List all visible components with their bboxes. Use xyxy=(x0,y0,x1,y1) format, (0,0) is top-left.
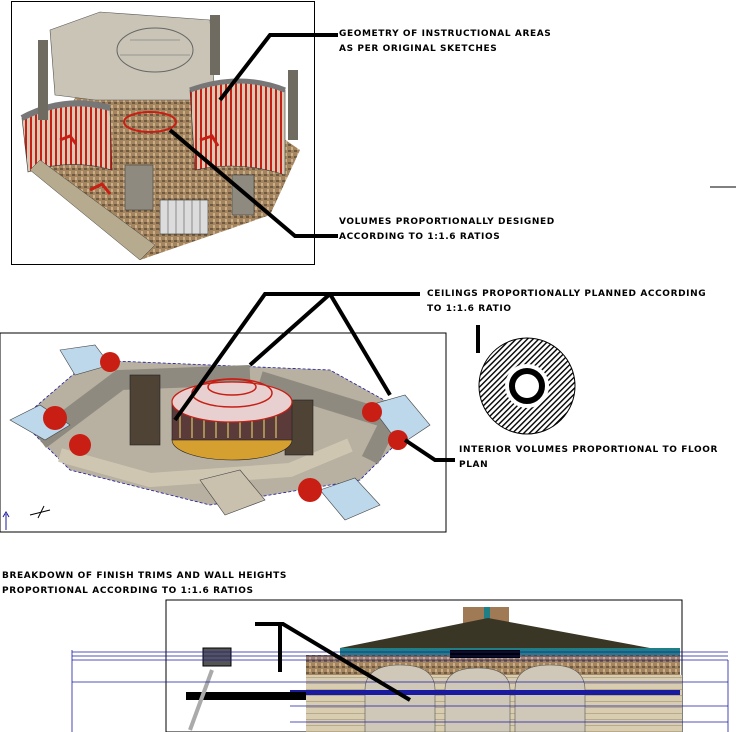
leader-lines-bottom xyxy=(255,622,412,702)
axis-gizmo-icon xyxy=(2,505,51,530)
annotation-line: ACCORDING TO 1:1.6 RATIOS xyxy=(339,232,501,242)
annotation-volumes: VOLUMES PROPORTIONALLY DESIGNED ACCORDIN… xyxy=(339,215,555,245)
annotation-line: GEOMETRY OF INSTRUCTIONAL AREAS xyxy=(339,29,552,39)
annotation-line: CEILINGS PROPORTIONALLY PLANNED ACCORDIN… xyxy=(427,289,707,299)
annotation-line: TO 1:1.6 RATIO xyxy=(427,304,512,314)
annotation-line: AS PER ORIGINAL SKETCHES xyxy=(339,44,498,54)
annotation-ceilings: CEILINGS PROPORTIONALLY PLANNED ACCORDIN… xyxy=(427,287,706,317)
sketch-diagram-on-wall xyxy=(116,27,194,73)
elevation-guide-lines xyxy=(71,650,729,732)
annotation-line: PROPORTIONAL ACCORDING TO 1:1.6 RATIOS xyxy=(2,586,254,596)
annotation-line: VOLUMES PROPORTIONALLY DESIGNED xyxy=(339,217,555,227)
annotation-line: BREAKDOWN OF FINISH TRIMS AND WALL HEIGH… xyxy=(2,571,287,581)
leader-lines-middle xyxy=(173,292,480,462)
hatched-ring-icon xyxy=(478,337,576,435)
annotation-interior: INTERIOR VOLUMES PROPORTIONAL TO FLOOR P… xyxy=(459,443,718,473)
annotation-geometry: GEOMETRY OF INSTRUCTIONAL AREAS AS PER O… xyxy=(339,27,551,57)
cutaway-building xyxy=(20,11,300,261)
annotation-line: PLAN xyxy=(459,460,489,470)
annotation-breakdown: BREAKDOWN OF FINISH TRIMS AND WALL HEIGH… xyxy=(2,569,287,599)
leader-lines-top xyxy=(168,33,338,238)
back-wall xyxy=(49,11,216,101)
annotation-line: INTERIOR VOLUMES PROPORTIONAL TO FLOOR xyxy=(459,445,719,455)
